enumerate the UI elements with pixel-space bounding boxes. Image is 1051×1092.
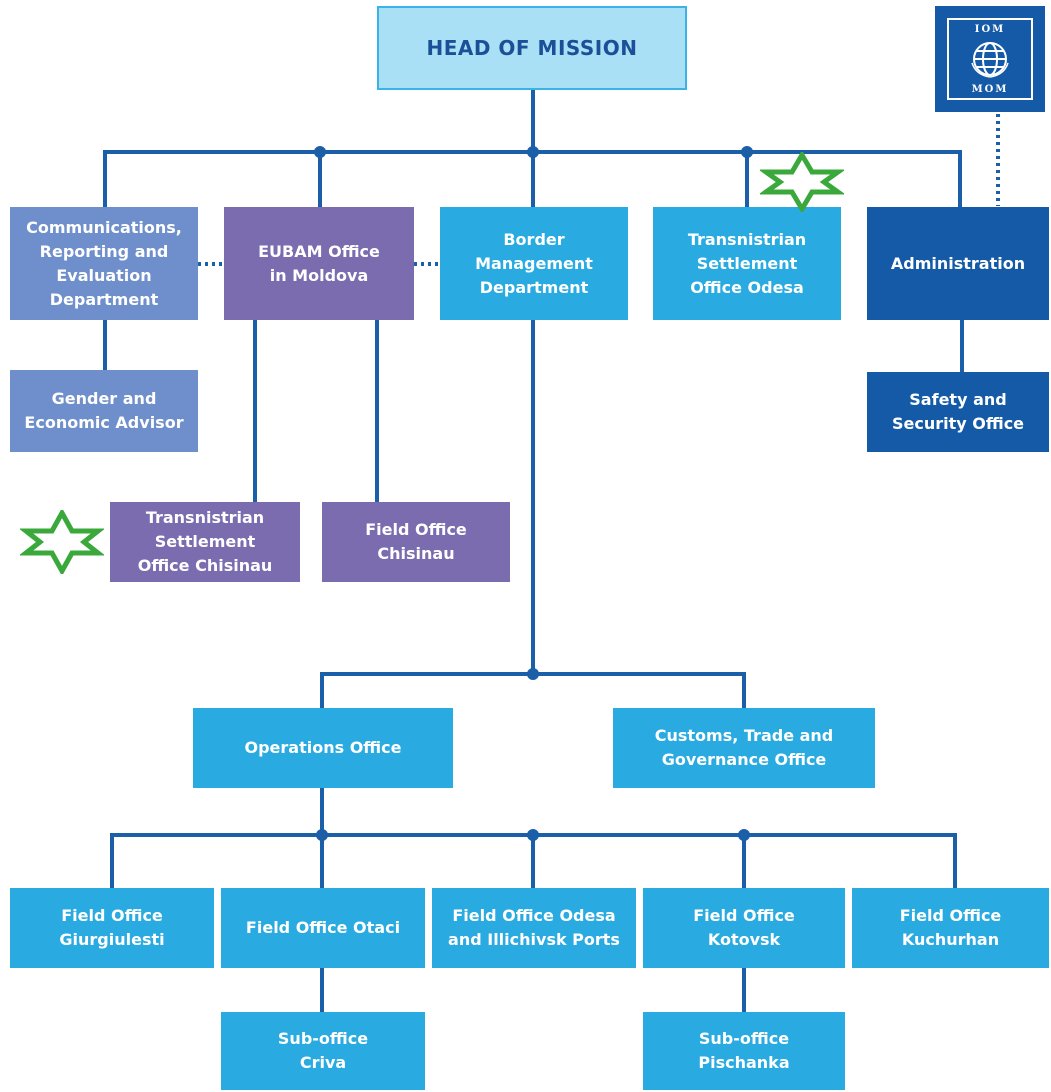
field-office-chisinau-label: Field Office Chisinau bbox=[365, 520, 467, 563]
safety-security-office-label: Safety and Security Office bbox=[891, 390, 1025, 433]
sub-office-pischanka-label: Sub-office Pischanka bbox=[698, 1029, 790, 1072]
eubam-office-moldova-label: EUBAM Office in Moldova bbox=[258, 241, 380, 285]
border-management-department-box: Border Management Department bbox=[440, 207, 628, 320]
field-office-giurgiulesti-box: Field Office Giurgiulesti bbox=[10, 888, 214, 968]
operations-office-box: Operations Office bbox=[193, 708, 453, 788]
customs-trade-governance-label: Customs, Trade and Governance Office bbox=[654, 726, 834, 769]
communications-department-label: Communications, Reporting and Evaluation… bbox=[26, 217, 182, 309]
logo-frame: IOM MOM bbox=[947, 18, 1033, 100]
gender-economic-advisor-box: Gender and Economic Advisor bbox=[10, 370, 198, 452]
head-of-mission-box: HEAD OF MISSION bbox=[377, 6, 687, 90]
star-icon bbox=[760, 152, 844, 212]
customs-trade-governance-box: Customs, Trade and Governance Office bbox=[613, 708, 875, 788]
transnistrian-settlement-odesa-label: Transnistrian Settlement Office Odesa bbox=[687, 229, 807, 297]
field-office-kotovsk-label: Field Office Kotovsk bbox=[693, 906, 795, 949]
field-office-odesa-ports-label: Field Office Odesa and Illichivsk Ports bbox=[448, 906, 620, 949]
sub-office-pischanka-box: Sub-office Pischanka bbox=[643, 1012, 845, 1090]
field-office-kuchurhan-box: Field Office Kuchurhan bbox=[852, 888, 1049, 968]
border-management-department-label: Border Management Department bbox=[475, 229, 593, 297]
transnistrian-settlement-chisinau-box: Transnistrian Settlement Office Chisinau bbox=[110, 502, 300, 582]
administration-label: Administration bbox=[890, 253, 1026, 273]
transnistrian-settlement-chisinau-label: Transnistrian Settlement Office Chisinau bbox=[137, 508, 273, 575]
eubam-office-moldova-box: EUBAM Office in Moldova bbox=[224, 207, 414, 320]
field-office-kuchurhan-label: Field Office Kuchurhan bbox=[899, 906, 1002, 949]
sub-office-criva-box: Sub-office Criva bbox=[221, 1012, 425, 1090]
field-office-otaci-box: Field Office Otaci bbox=[221, 888, 425, 968]
gender-economic-advisor-label: Gender and Economic Advisor bbox=[24, 389, 184, 432]
operations-office-label: Operations Office bbox=[244, 738, 402, 757]
transnistrian-settlement-odesa-box: Transnistrian Settlement Office Odesa bbox=[653, 207, 841, 320]
communications-department-box: Communications, Reporting and Evaluation… bbox=[10, 207, 198, 320]
safety-security-office-box: Safety and Security Office bbox=[867, 372, 1049, 452]
administration-box: Administration bbox=[867, 207, 1049, 320]
logo-text-bottom: MOM bbox=[971, 84, 1009, 95]
field-office-giurgiulesti-label: Field Office Giurgiulesti bbox=[59, 906, 165, 949]
star-icon bbox=[20, 510, 104, 574]
globe-icon bbox=[971, 42, 1009, 78]
field-office-chisinau-box: Field Office Chisinau bbox=[322, 502, 510, 582]
iom-logo: IOM MOM bbox=[935, 6, 1045, 112]
sub-office-criva-label: Sub-office Criva bbox=[277, 1029, 369, 1072]
head-of-mission-label: HEAD OF MISSION bbox=[426, 36, 638, 60]
field-office-kotovsk-box: Field Office Kotovsk bbox=[643, 888, 845, 968]
field-office-odesa-ports-box: Field Office Odesa and Illichivsk Ports bbox=[432, 888, 636, 968]
logo-text-top: IOM bbox=[974, 24, 1006, 35]
field-office-otaci-label: Field Office Otaci bbox=[245, 918, 401, 937]
